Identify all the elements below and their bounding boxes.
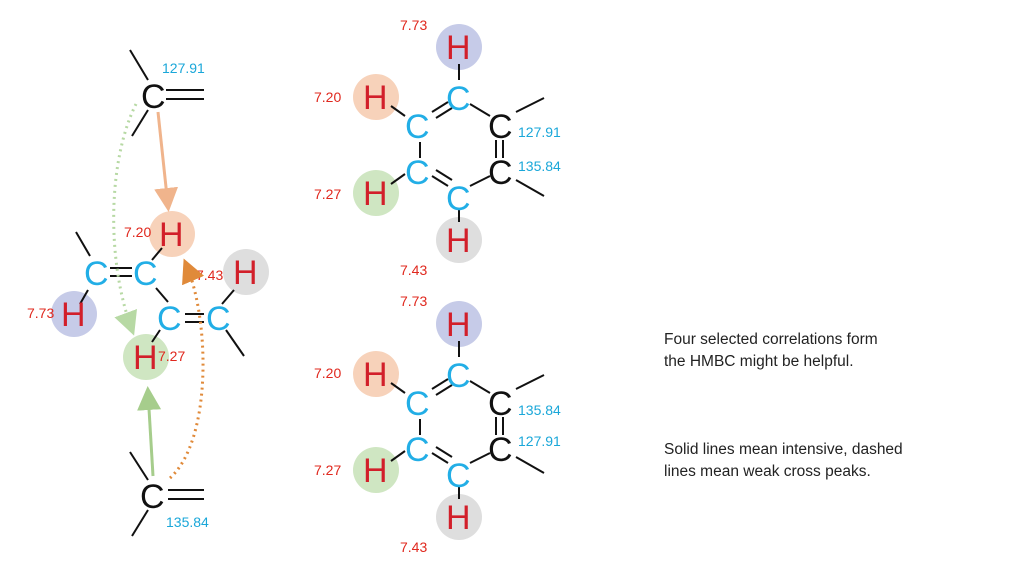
ring-bottom-h-top-circle <box>436 301 482 347</box>
ring-bottom-c-upper-left: C <box>405 385 430 423</box>
ring-bottom-c-upper-right-shift: 135.84 <box>518 402 561 418</box>
h-gray-circle <box>223 249 269 295</box>
benzene-ring-top: C C C C C C H H H H 7.73 7.20 7.27 7.43 … <box>314 17 561 278</box>
ring-bottom-c-top: C <box>446 357 471 395</box>
h-orange-circle <box>149 211 195 257</box>
middle-fragment: C C C C H H H H 7.20 7.43 7.73 7.27 <box>27 211 269 380</box>
note-line-4: lines mean weak cross peaks. <box>664 463 871 480</box>
ring-bottom-h-lower-left-shift: 7.27 <box>314 462 341 478</box>
note-legend: Solid lines mean intensive, dashed lines… <box>664 439 994 483</box>
note-correlations: Four selected correlations form the HMBC… <box>664 329 994 373</box>
left-fragments: C 127.91 C C C C H <box>27 49 269 537</box>
ring-top-c-lower-right-shift: 135.84 <box>518 158 561 174</box>
ring-top-h-upper-left: H <box>363 79 388 117</box>
benzene-ring-bottom: C C C C C C H H H H 7.73 7.20 7.27 7.43 … <box>314 293 561 555</box>
ring-top-c-lower-left: C <box>405 154 430 192</box>
top-fragment-carbon-shift: 127.91 <box>162 60 205 76</box>
note-line-1: Four selected correlations form <box>664 331 878 348</box>
ring-bottom-c-lower-right-shift: 127.91 <box>518 433 561 449</box>
ring-top-h-bottom: H <box>446 222 471 260</box>
h-gray-atom: H <box>233 254 258 292</box>
ring-top-c-bottom: C <box>446 180 471 218</box>
h-blue-atom: H <box>61 296 86 334</box>
ring-top-h-top-shift: 7.73 <box>400 17 427 33</box>
top-fragment-carbon: C <box>141 78 166 116</box>
mid-carbon-4: C <box>206 300 231 338</box>
ring-top-c-top: C <box>446 80 471 118</box>
h-green-circle <box>123 334 169 380</box>
ring-bottom-c-upper-right: C <box>488 385 513 423</box>
ring-top-h-top-circle <box>436 24 482 70</box>
h-green-atom: H <box>133 339 158 377</box>
ring-bottom-h-upper-left-shift: 7.20 <box>314 365 341 381</box>
ring-top-h-lower-left: H <box>363 175 388 213</box>
ring-bottom-h-bottom: H <box>446 499 471 537</box>
ring-top-h-bottom-circle <box>436 217 482 263</box>
h-green-shift: 7.27 <box>158 348 185 364</box>
h-gray-shift: 7.43 <box>196 267 223 283</box>
bottom-fragment-carbon: C <box>140 478 165 516</box>
ring-top-c-upper-right-shift: 127.91 <box>518 124 561 140</box>
ring-bottom-h-top-shift: 7.73 <box>400 293 427 309</box>
ring-top-c-upper-left: C <box>405 108 430 146</box>
dotted-green-arrow <box>112 103 138 336</box>
ring-top-h-lower-left-circle <box>353 170 399 216</box>
solid-orange-arrow <box>154 111 179 212</box>
bottom-fragment: C 135.84 <box>129 451 209 537</box>
solid-green-arrow <box>137 386 162 477</box>
ring-bottom-h-bottom-shift: 7.43 <box>400 539 427 555</box>
ring-top-h-upper-left-circle <box>353 74 399 120</box>
ring-bottom-c-bottom: C <box>446 457 471 495</box>
ring-bottom-h-upper-left-circle <box>353 351 399 397</box>
mid-carbon-3: C <box>157 300 182 338</box>
mid-carbon-2: C <box>133 255 158 293</box>
dotted-orange-arrow <box>168 258 205 480</box>
ring-bottom-c-lower-left: C <box>405 431 430 469</box>
ring-bottom-h-lower-left-circle <box>353 447 399 493</box>
ring-top-c-upper-right: C <box>488 108 513 146</box>
ring-top-h-bottom-shift: 7.43 <box>400 262 427 278</box>
note-line-3: Solid lines mean intensive, dashed <box>664 441 903 458</box>
h-orange-atom: H <box>159 216 184 254</box>
h-blue-shift: 7.73 <box>27 305 54 321</box>
ring-top-c-lower-right: C <box>488 154 513 192</box>
mid-carbon-1: C <box>84 255 109 293</box>
ring-top-h-top: H <box>446 29 471 67</box>
ring-bottom-h-bottom-circle <box>436 494 482 540</box>
note-line-2: the HMBC might be helpful. <box>664 353 854 370</box>
h-blue-circle <box>51 291 97 337</box>
ring-bottom-h-top: H <box>446 306 471 344</box>
ring-bottom-h-upper-left: H <box>363 356 388 394</box>
bottom-fragment-carbon-shift: 135.84 <box>166 514 209 530</box>
ring-top-h-upper-left-shift: 7.20 <box>314 89 341 105</box>
top-fragment: C 127.91 <box>129 49 205 137</box>
h-orange-shift: 7.20 <box>124 224 151 240</box>
ring-bottom-h-lower-left: H <box>363 452 388 490</box>
ring-top-h-lower-left-shift: 7.27 <box>314 186 341 202</box>
ring-bottom-c-lower-right: C <box>488 431 513 469</box>
